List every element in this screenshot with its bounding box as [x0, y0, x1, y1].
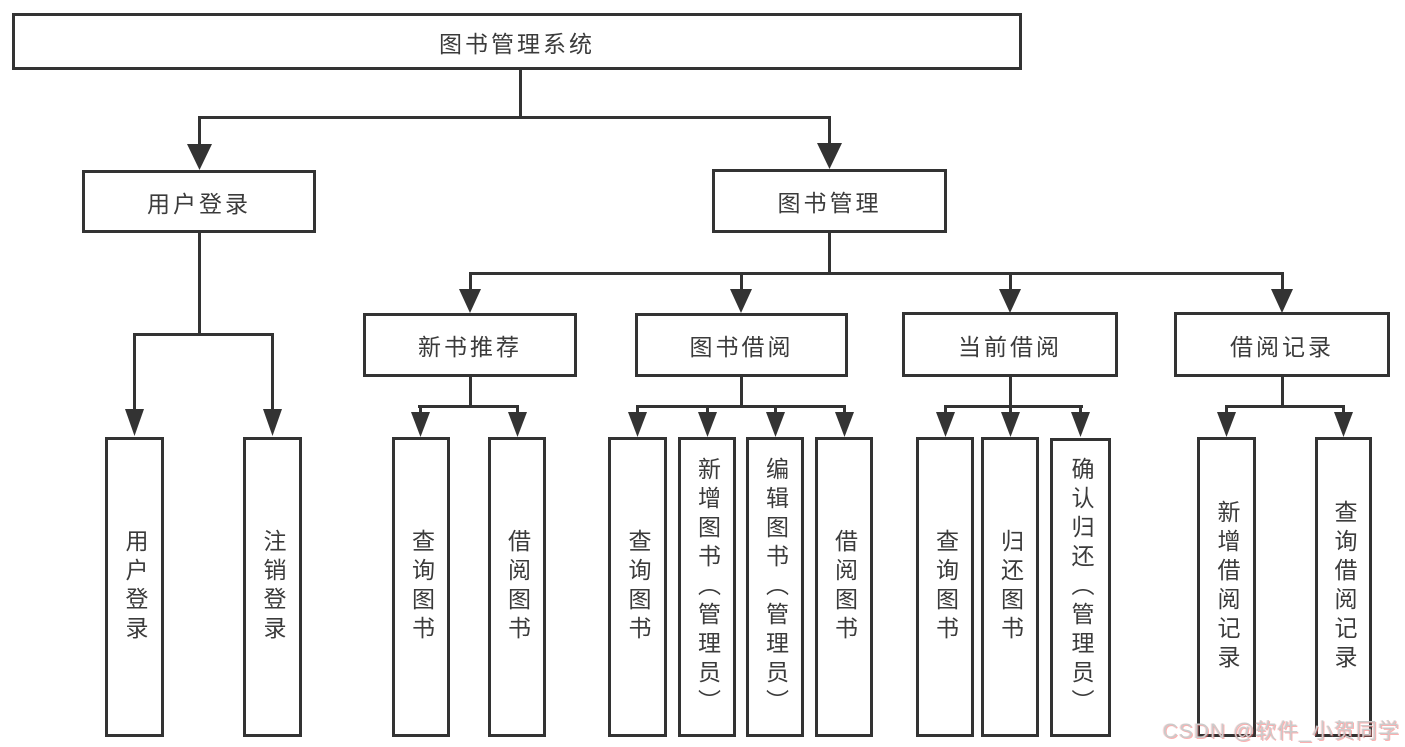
- connector-leaf-drop: [636, 407, 639, 415]
- leaf-label: 查询图书: [408, 529, 435, 645]
- leaf-label: 查询借阅记录: [1331, 500, 1357, 674]
- leaf-add-borrow-record: 新增借阅记录: [1197, 437, 1256, 737]
- connector-leaf-drop: [774, 407, 777, 415]
- connector-leaf-drop: [706, 407, 709, 415]
- arrowhead-book-borrowing: [730, 289, 752, 313]
- leaf-query-books-borrowing: 查询图书: [608, 437, 667, 737]
- arrowhead-leaf-borrow-books-recommend: [508, 412, 527, 437]
- node-library-management-system: 图书管理系统: [12, 13, 1022, 70]
- arrowhead-leaf-query-books-borrowing: [628, 412, 647, 437]
- connector-current-borrowing-stem: [1009, 377, 1012, 407]
- leaf-label: 注销登录: [260, 529, 286, 645]
- csdn-watermark: CSDN @软件_小贺同学: [1162, 720, 1400, 743]
- leaf-label: 新增借阅记录: [1214, 500, 1240, 674]
- arrowhead-leaf-add-borrow-record: [1217, 412, 1236, 437]
- leaf-query-books-recommend: 查询图书: [392, 437, 450, 737]
- connector-new-book-drop: [469, 274, 472, 290]
- connector-leaf-drop: [1225, 407, 1228, 415]
- arrowhead-user-login: [187, 144, 212, 170]
- connector-root-stem: [519, 69, 522, 119]
- leaf-label: 借阅图书: [504, 529, 531, 645]
- arrowhead-book-management: [817, 143, 842, 169]
- connector-leaf-drop: [419, 407, 422, 415]
- leaf-query-books-current: 查询图书: [916, 437, 974, 737]
- connector-leaf-user-login-drop: [133, 335, 136, 410]
- node-current-borrowing: 当前借阅: [902, 312, 1118, 377]
- connector-level3-bar: [469, 272, 1284, 275]
- connector-leaf-drop: [1009, 407, 1012, 415]
- node-new-book-recommendation: 新书推荐: [363, 313, 577, 377]
- connector-new-book-stem: [469, 377, 472, 407]
- connector-leaf-drop: [516, 407, 519, 415]
- leaf-label: 编辑图书（管理员）: [762, 456, 789, 718]
- leaf-add-book-admin: 新增图书（管理员）: [678, 437, 736, 737]
- connector-current-borrowing-children-bar: [944, 405, 1083, 408]
- arrowhead-leaf-return-books: [1001, 412, 1020, 437]
- node-label: 借阅记录: [1230, 333, 1334, 360]
- arrowhead-leaf-edit-book: [766, 412, 785, 437]
- leaf-confirm-return-admin: 确认归还（管理员）: [1050, 438, 1111, 737]
- leaf-logout: 注销登录: [243, 437, 302, 737]
- node-book-borrowing: 图书借阅: [635, 313, 848, 377]
- leaf-return-books: 归还图书: [981, 437, 1039, 737]
- connector-book-management-drop: [828, 118, 831, 144]
- connector-new-book-children-bar: [418, 405, 519, 408]
- node-label: 新书推荐: [418, 334, 522, 360]
- leaf-label: 查询图书: [625, 529, 651, 645]
- arrowhead-new-book-recommendation: [459, 289, 481, 313]
- leaf-query-borrow-record: 查询借阅记录: [1315, 437, 1372, 737]
- node-book-management: 图书管理: [712, 169, 947, 233]
- arrowhead-leaf-user-login: [125, 409, 144, 436]
- arrowhead-leaf-logout: [263, 409, 282, 436]
- node-label: 图书管理系统: [439, 30, 595, 57]
- connector-book-borrowing-children-bar: [636, 405, 846, 408]
- leaf-edit-book-admin: 编辑图书（管理员）: [746, 437, 804, 737]
- node-label: 用户登录: [147, 190, 251, 217]
- arrowhead-leaf-query-borrow-record: [1334, 412, 1353, 437]
- node-label: 图书管理: [777, 190, 882, 216]
- arrowhead-leaf-add-book: [698, 412, 717, 437]
- connector-user-login-drop: [198, 118, 201, 145]
- leaf-borrow-books-recommend: 借阅图书: [488, 437, 546, 737]
- leaf-label: 归还图书: [997, 529, 1024, 645]
- connector-book-borrowing-drop: [740, 274, 743, 290]
- connector-user-login-children-bar: [133, 333, 274, 336]
- node-label: 当前借阅: [958, 333, 1062, 360]
- connector-user-login-stem: [198, 233, 201, 336]
- node-label: 图书借阅: [689, 334, 794, 360]
- leaf-label: 新增图书（管理员）: [694, 456, 721, 718]
- connector-borrowing-records-stem: [1281, 377, 1284, 407]
- connector-leaf-logout-drop: [271, 335, 274, 410]
- arrowhead-current-borrowing: [999, 289, 1021, 313]
- connector-book-management-stem: [828, 233, 831, 274]
- arrowhead-leaf-query-books-current: [936, 412, 955, 437]
- leaf-label: 用户登录: [122, 529, 148, 645]
- node-borrowing-records: 借阅记录: [1174, 312, 1390, 377]
- connector-leaf-drop: [843, 407, 846, 415]
- arrowhead-borrowing-records: [1271, 289, 1293, 313]
- connector-borrowing-records-drop: [1281, 274, 1284, 290]
- connector-leaf-drop: [1079, 407, 1082, 415]
- leaf-borrow-books-borrowing: 借阅图书: [815, 437, 873, 737]
- connector-book-borrowing-stem: [740, 377, 743, 407]
- connector-borrowing-records-children-bar: [1225, 405, 1345, 408]
- arrowhead-leaf-borrow-books-borrowing: [835, 412, 854, 437]
- connector-current-borrowing-drop: [1009, 274, 1012, 290]
- leaf-user-login: 用户登录: [105, 437, 164, 737]
- node-user-login: 用户登录: [82, 170, 316, 233]
- leaf-label: 查询图书: [932, 529, 959, 645]
- arrowhead-leaf-query-books-recommend: [411, 412, 430, 437]
- connector-leaf-drop: [944, 407, 947, 415]
- connector-level2-bar: [198, 116, 831, 119]
- connector-leaf-drop: [1342, 407, 1345, 415]
- leaf-label: 借阅图书: [831, 529, 858, 645]
- arrowhead-leaf-confirm-return: [1071, 412, 1090, 437]
- leaf-label: 确认归还（管理员）: [1068, 457, 1094, 718]
